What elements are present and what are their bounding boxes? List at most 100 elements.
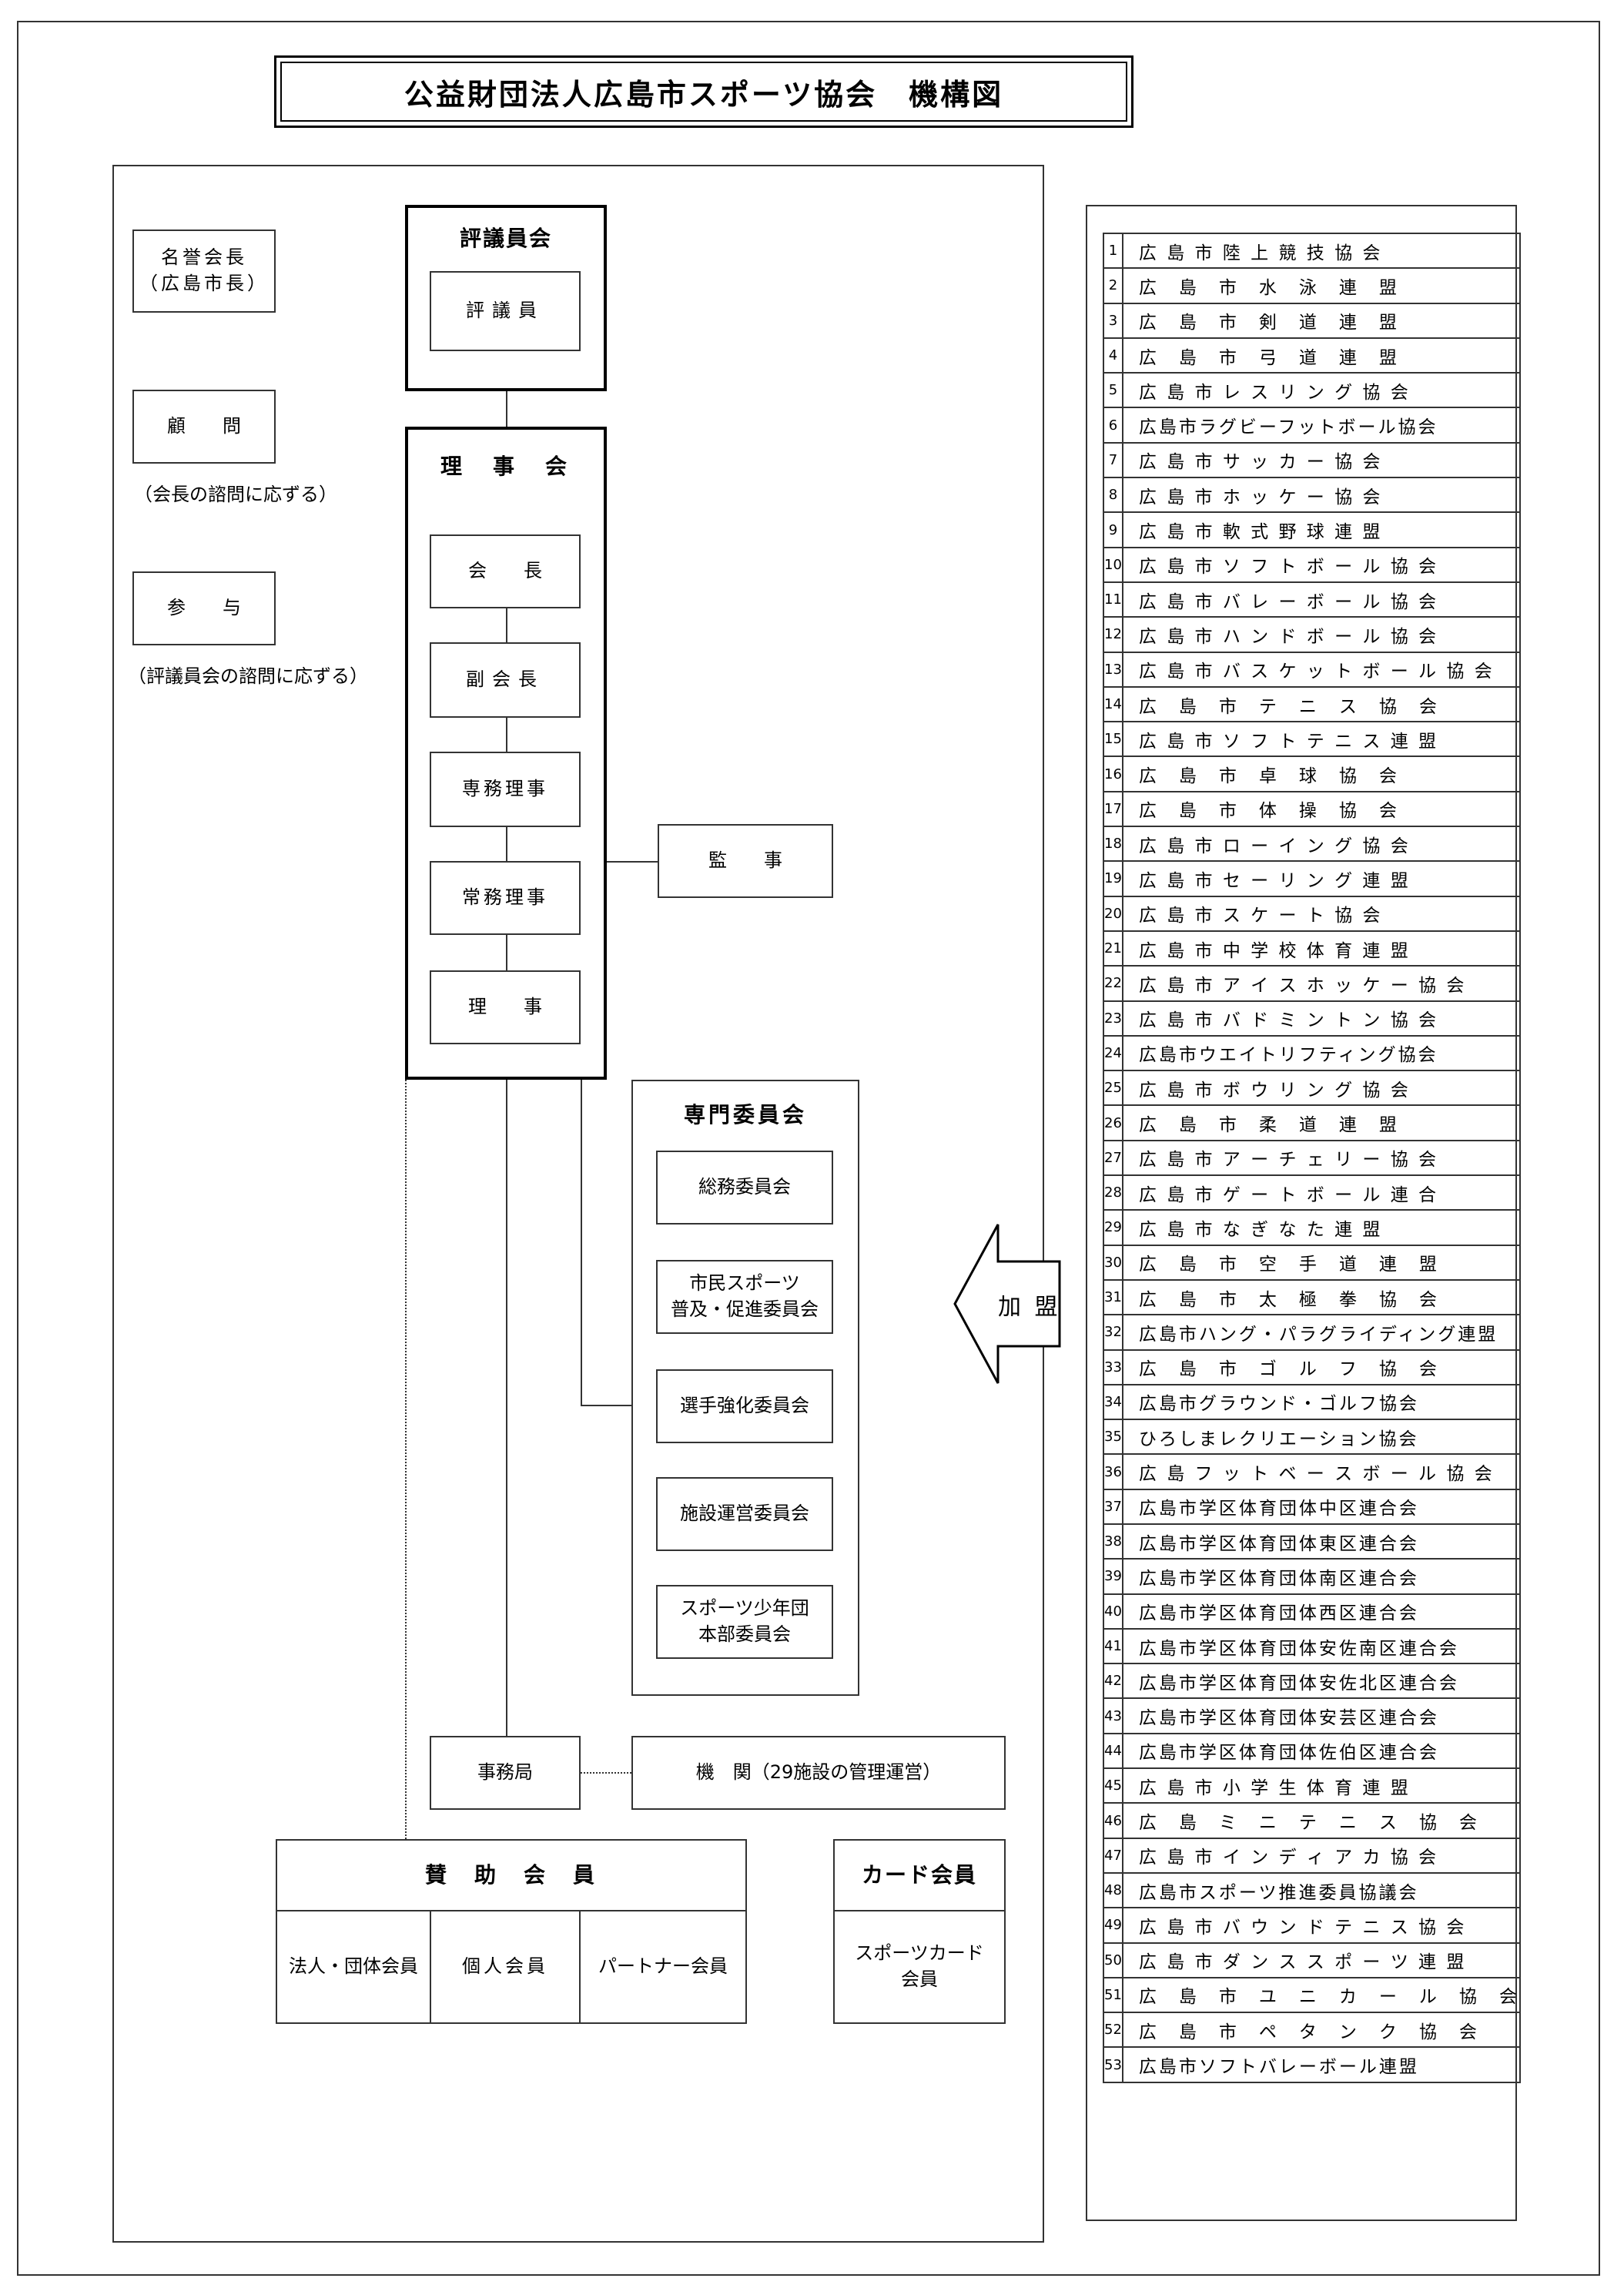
federation-name: 広島市ウエイトリフティング協会 xyxy=(1121,1034,1521,1072)
federation-number: 24 xyxy=(1103,1034,1123,1072)
board-connector-1 xyxy=(506,608,507,642)
individual-member-box: 個人会員 xyxy=(430,1910,581,2024)
partner-member-box: パートナー会員 xyxy=(579,1910,747,2024)
youth-sports-committee: スポーツ少年団 本部委員会 xyxy=(656,1585,833,1659)
federation-number: 33 xyxy=(1103,1349,1123,1385)
federation-number: 52 xyxy=(1103,2012,1123,2049)
federation-name: 広島市学区体育団体東区連合会 xyxy=(1121,1523,1521,1560)
supporting-dotted-line xyxy=(405,1080,407,1839)
federation-name: 広 島 市 弓 道 連 盟 xyxy=(1121,337,1521,374)
federation-number: 11 xyxy=(1103,581,1123,618)
federation-number: 47 xyxy=(1103,1837,1123,1874)
federation-name: 広島市スポーツ推進委員協議会 xyxy=(1121,1871,1521,1909)
federation-name: 広 島 市 レ ス リ ン グ 協 会 xyxy=(1121,372,1521,409)
federation-number: 38 xyxy=(1103,1523,1123,1560)
federation-name: 広 島 市 水 泳 連 盟 xyxy=(1121,267,1521,304)
federation-number: 16 xyxy=(1103,756,1123,792)
vice-president-box: 副会長 xyxy=(430,642,581,718)
page-frame xyxy=(17,21,1600,2276)
federation-name: 広島市ラグビーフットボール協会 xyxy=(1121,407,1521,444)
federation-name: 広 島 市 ペ タ ン ク 協 会 xyxy=(1121,2012,1521,2049)
general-affairs-committee: 総務委員会 xyxy=(656,1151,833,1225)
federation-number: 26 xyxy=(1103,1104,1123,1141)
federation-number: 22 xyxy=(1103,965,1123,1002)
federation-name: 広島市学区体育団体安芸区連合会 xyxy=(1121,1697,1521,1734)
federation-number: 12 xyxy=(1103,616,1123,653)
federation-name: 広 島 市 バ ド ミ ン ト ン 協 会 xyxy=(1121,1000,1521,1037)
federation-number: 13 xyxy=(1103,651,1123,688)
federation-number: 35 xyxy=(1103,1419,1123,1456)
federation-number: 53 xyxy=(1103,2046,1123,2083)
federation-name: 広 島 市 な ぎ な た 連 盟 xyxy=(1121,1209,1521,1246)
committee-connector xyxy=(581,1405,631,1406)
federation-name: 広 島 市 イ ン デ ィ ア カ 協 会 xyxy=(1121,1837,1521,1874)
federation-number: 4 xyxy=(1103,337,1123,374)
federation-number: 36 xyxy=(1103,1453,1123,1490)
federation-name: 広 島 市 剣 道 連 盟 xyxy=(1121,302,1521,339)
federation-number: 39 xyxy=(1103,1558,1123,1595)
federation-name: 広 島 市 ハ ン ド ボ ー ル 協 会 xyxy=(1121,616,1521,653)
councilor-box: 評議員 xyxy=(430,271,581,351)
federation-name: 広島市学区体育団体安佐南区連合会 xyxy=(1121,1627,1521,1665)
advisor-note: （会長の諮問に応ずる） xyxy=(134,484,337,505)
federation-number: 43 xyxy=(1103,1697,1123,1734)
federation-name: 広 島 ミ ニ テ ニ ス 協 会 xyxy=(1121,1802,1521,1839)
sports-card-member-box: スポーツカード 会員 xyxy=(833,1910,1006,2024)
federation-number: 3 xyxy=(1103,302,1123,339)
federation-number: 31 xyxy=(1103,1278,1123,1316)
auditor-box: 監 事 xyxy=(658,824,833,898)
board-connector-2 xyxy=(506,718,507,752)
federation-number: 21 xyxy=(1103,930,1123,967)
board-connector-4 xyxy=(506,935,507,970)
board-header: 理 事 会 xyxy=(440,454,571,479)
federation-number: 50 xyxy=(1103,1942,1123,1978)
federation-name: 広島市学区体育団体佐伯区連合会 xyxy=(1121,1732,1521,1770)
federation-number: 27 xyxy=(1103,1139,1123,1177)
board-committee-line xyxy=(581,1080,582,1406)
federation-number: 10 xyxy=(1103,546,1123,583)
federation-number: 48 xyxy=(1103,1871,1123,1909)
federation-name: 広 島 市 卓 球 協 会 xyxy=(1121,756,1521,792)
senior-counsel-note: （評議員会の諮問に応ずる） xyxy=(128,665,368,687)
federation-number: 32 xyxy=(1103,1314,1123,1351)
federation-name: 広 島 市 ロ ー イ ン グ 協 会 xyxy=(1121,826,1521,863)
board-secretariat-line xyxy=(506,1080,507,1736)
page-title: 公益財団法人広島市スポーツ協会 機構図 xyxy=(280,62,1127,122)
federation-name: 広 島 市 軟 式 野 球 連 盟 xyxy=(1121,511,1521,548)
federation-name: 広 島 市 小 学 生 体 育 連 盟 xyxy=(1121,1767,1521,1804)
council-header: 評議員会 xyxy=(459,226,552,251)
card-members-header-box: カード会員 xyxy=(833,1839,1006,1911)
advisor-box: 顧 問 xyxy=(132,390,276,464)
federation-name: 広島市学区体育団体安佐北区連合会 xyxy=(1121,1663,1521,1700)
secretariat-organ-dotted-line xyxy=(581,1772,631,1774)
organ-box: 機 関（29施設の管理運営） xyxy=(631,1736,1006,1810)
federation-number: 1 xyxy=(1103,232,1123,270)
